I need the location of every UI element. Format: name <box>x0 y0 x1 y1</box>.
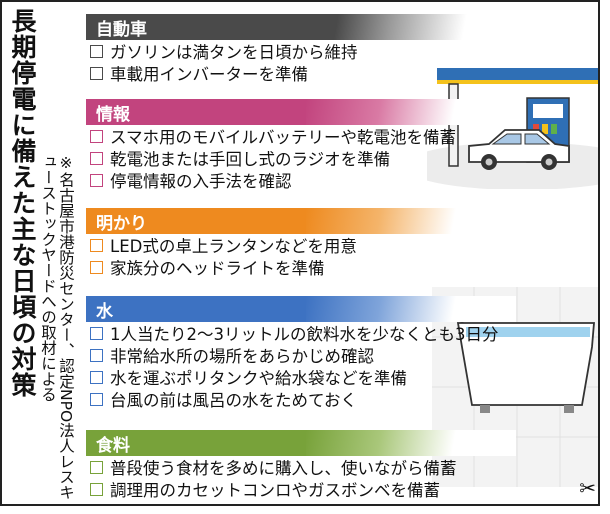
scissors-icon: ✂ <box>579 476 596 500</box>
list-item[interactable]: 水を運ぶポリタンクや給水袋などを準備 <box>86 366 499 388</box>
source-note: ※名古屋市港防災センター、認定NPO法人レスキューストックヤードへの取材による <box>39 154 75 500</box>
section-water: 水 1人当たり2〜3リットルの飲料水を少なくとも3日分 非常給水所の場所をあらか… <box>86 296 516 410</box>
section-header-info: 情報 <box>86 99 516 125</box>
checkbox[interactable] <box>90 238 103 252</box>
checkbox[interactable] <box>90 66 103 80</box>
checkbox[interactable] <box>90 460 103 474</box>
section-header-light: 明かり <box>86 208 516 234</box>
list-item[interactable]: 家族分のヘッドライトを準備 <box>86 256 357 278</box>
checkbox[interactable] <box>90 129 103 143</box>
checkbox[interactable] <box>90 392 103 406</box>
list-item[interactable]: 非常給水所の場所をあらかじめ確認 <box>86 344 499 366</box>
list-item[interactable]: 1人当たり2〜3リットルの飲料水を少なくとも3日分 <box>86 322 499 344</box>
list-item[interactable]: 調理用のカセットコンロやガスボンベを備蓄 <box>86 478 457 500</box>
list-item[interactable]: 車載用インバーターを準備 <box>86 62 358 84</box>
checkbox[interactable] <box>90 44 103 58</box>
list-item[interactable]: 台風の前は風呂の水をためておく <box>86 388 499 410</box>
section-food: 食料 普段使う食材を多めに購入し、使いながら備蓄 調理用のカセットコンロやガスボ… <box>86 430 516 500</box>
checkbox[interactable] <box>90 370 103 384</box>
list-item[interactable]: スマホ用のモバイルバッテリーや乾電池を備蓄 <box>86 125 456 147</box>
section-header-car: 自動車 <box>86 14 516 40</box>
checkbox[interactable] <box>90 151 103 165</box>
list-item[interactable]: ガソリンは満タンを日頃から維持 <box>86 40 358 62</box>
list-item[interactable]: 停電情報の入手法を確認 <box>86 169 456 191</box>
checkbox[interactable] <box>90 326 103 340</box>
checkbox[interactable] <box>90 260 103 274</box>
section-car: 自動車 ガソリンは満タンを日頃から維持 車載用インバーターを準備 <box>86 14 516 84</box>
list-item[interactable]: 普段使う食材を多めに購入し、使いながら備蓄 <box>86 456 457 478</box>
checkbox[interactable] <box>90 173 103 187</box>
page-title: 長期停電に備えた主な日頃の対策 <box>8 8 37 398</box>
gas-station-icon <box>427 68 598 189</box>
section-header-water: 水 <box>86 296 516 322</box>
list-item[interactable]: 乾電池または手回し式のラジオを準備 <box>86 147 456 169</box>
checkbox[interactable] <box>90 482 103 496</box>
section-info: 情報 スマホ用のモバイルバッテリーや乾電池を備蓄 乾電池または手回し式のラジオを… <box>86 99 516 191</box>
list-item[interactable]: LED式の卓上ランタンなどを用意 <box>86 234 357 256</box>
section-header-food: 食料 <box>86 430 516 456</box>
infographic-frame: 長期停電に備えた主な日頃の対策 ※名古屋市港防災センター、認定NPO法人レスキュ… <box>0 0 600 506</box>
section-light: 明かり LED式の卓上ランタンなどを用意 家族分のヘッドライトを準備 <box>86 208 516 278</box>
checkbox[interactable] <box>90 348 103 362</box>
